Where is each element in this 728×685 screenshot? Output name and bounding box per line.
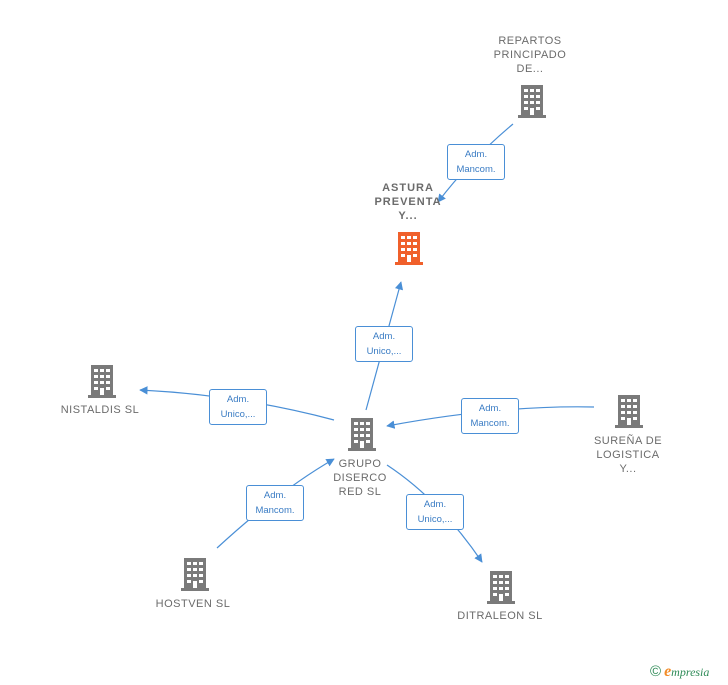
brand-name: mpresia (671, 665, 710, 679)
edge-label-line: Mancom. (255, 505, 295, 516)
brand-initial: e (664, 663, 672, 680)
edge-label-line: Adm. (263, 490, 287, 501)
node-label-astura[interactable]: ASTURA PREVENTA Y... (374, 182, 442, 222)
edge-label-line: Adm. (464, 149, 488, 160)
repartos-building-icon[interactable] (518, 85, 546, 118)
edge-label-line: Adm. (372, 331, 396, 342)
empresia-logo: © empresia (650, 663, 709, 681)
node-label-surena[interactable]: SUREÑA DE LOGISTICA Y... (593, 435, 663, 475)
surena-building-icon[interactable] (615, 395, 643, 428)
astura-building-icon[interactable] (395, 232, 423, 265)
edge-label-repartos-astura[interactable]: Adm. Mancom. (447, 144, 505, 180)
nistaldis-building-icon[interactable] (88, 365, 116, 398)
hostven-building-icon[interactable] (181, 558, 209, 591)
ditraleon-building-icon[interactable] (487, 571, 515, 604)
edge-label-line: Unico,... (417, 514, 453, 525)
node-label-ditraleon[interactable]: DITRALEON SL (457, 610, 543, 622)
edge-label-hostven-grupo[interactable]: Adm. Mancom. (246, 485, 304, 521)
edge-label-line: Unico,... (220, 409, 256, 420)
edge-label-line: Mancom. (456, 164, 496, 175)
grupo-building-icon[interactable] (348, 418, 376, 451)
edge-label-line: Adm. (478, 403, 502, 414)
edge-label-grupo-ditraleon[interactable]: Adm. Unico,... (406, 494, 464, 530)
edge-label-grupo-nistaldis[interactable]: Adm. Unico,... (209, 389, 267, 425)
node-label-nistaldis[interactable]: NISTALDIS SL (60, 404, 140, 416)
node-label-repartos[interactable]: REPARTOS PRINCIPADO DE... (493, 35, 567, 75)
edge-label-line: Mancom. (470, 418, 510, 429)
node-label-grupo[interactable]: GRUPO DISERCO RED SL (333, 458, 387, 498)
edge-label-line: Adm. (423, 499, 447, 510)
edge-label-grupo-astura[interactable]: Adm. Unico,... (355, 326, 413, 362)
copyright-symbol: © (650, 663, 662, 680)
edge-label-line: Unico,... (366, 346, 402, 357)
edge-label-surena-grupo[interactable]: Adm. Mancom. (461, 398, 519, 434)
node-label-hostven[interactable]: HOSTVEN SL (155, 598, 231, 610)
edge-label-line: Adm. (226, 394, 250, 405)
